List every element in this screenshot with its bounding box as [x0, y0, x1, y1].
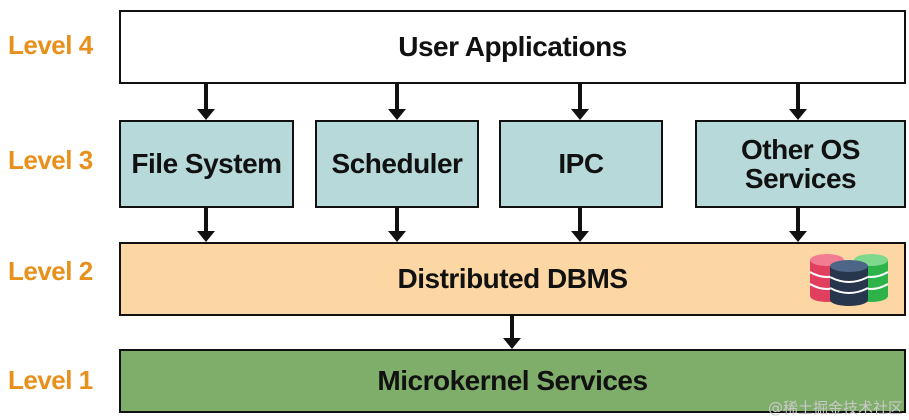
file-system-box: File System	[119, 120, 294, 208]
ipc-label: IPC	[558, 148, 604, 180]
arrow-dbms-to-microkernel	[503, 316, 521, 349]
other-os-services-box: Other OS Services	[695, 120, 906, 208]
arrow-apps-to-filesystem	[197, 84, 215, 120]
arrow-ipc-to-dbms	[571, 208, 589, 242]
level-4-label: Level 4	[8, 30, 93, 60]
scheduler-box: Scheduler	[315, 120, 479, 208]
microkernel-services-label: Microkernel Services	[377, 365, 648, 397]
ipc-box: IPC	[499, 120, 663, 208]
arrow-filesystem-to-dbms	[197, 208, 215, 242]
level-3-label: Level 3	[8, 145, 93, 175]
arrow-apps-to-ipc	[571, 84, 589, 120]
arrow-apps-to-scheduler	[388, 84, 406, 120]
file-system-label: File System	[131, 148, 282, 180]
arrow-apps-to-other-os	[789, 84, 807, 120]
distributed-dbms-label: Distributed DBMS	[397, 263, 629, 295]
database-navy-icon	[829, 260, 869, 306]
user-applications-label: User Applications	[398, 31, 627, 63]
user-applications-box: User Applications	[119, 10, 906, 84]
other-os-services-label: Other OS Services	[741, 133, 860, 194]
level-1-label: Level 1	[8, 365, 93, 395]
watermark: @稀土掘金技术社区	[767, 399, 903, 417]
distributed-dbms-box: Distributed DBMS	[119, 242, 906, 316]
microkernel-services-box: Microkernel Services	[119, 349, 906, 413]
level-2-label: Level 2	[8, 256, 93, 286]
arrow-other-os-to-dbms	[789, 208, 807, 242]
scheduler-label: Scheduler	[331, 148, 463, 180]
arrow-scheduler-to-dbms	[388, 208, 406, 242]
database-stack-icon	[809, 254, 889, 306]
